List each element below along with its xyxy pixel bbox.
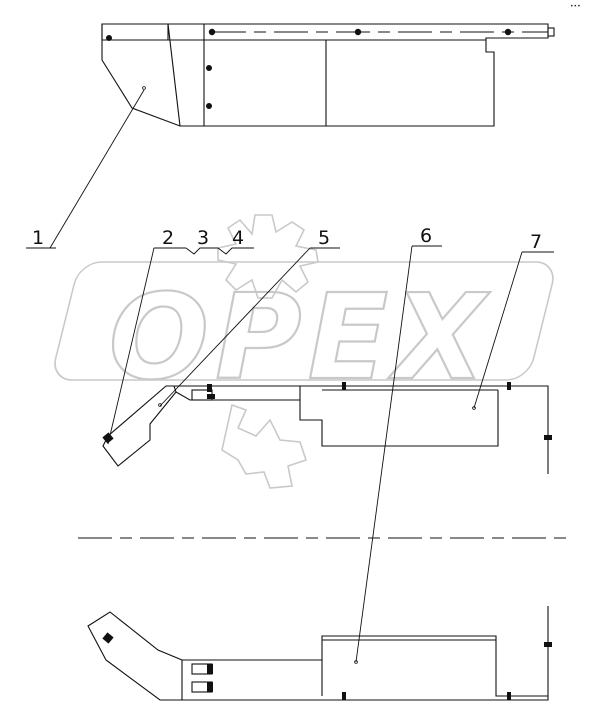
callout-leader-3: [185, 247, 254, 255]
watermark-gear: [217, 214, 319, 299]
side-view-upper: [102, 382, 552, 474]
bolt-icon: [207, 664, 213, 674]
bolt-icon: [507, 692, 511, 700]
bolt-icon: [544, 435, 552, 440]
side-view-lower-base: [160, 696, 549, 701]
callout-leader-1: [49, 89, 145, 249]
callout-leader-6: [355, 245, 413, 663]
callout-label-4: 4: [232, 227, 244, 249]
side-view-upper-frame: [166, 385, 549, 474]
watermark: OPEX: [54, 214, 554, 489]
callout-leader-7: [473, 251, 523, 409]
top-view-body: [101, 23, 549, 127]
watermark-gear-bottom: [221, 403, 308, 489]
bolt-icon: [342, 692, 346, 700]
bolt-icon: [208, 28, 216, 36]
callout-label-7: 7: [530, 231, 542, 253]
bolt-icon: [206, 65, 212, 71]
bolt-icon: [342, 382, 346, 390]
callout-label-5: 5: [318, 227, 330, 249]
callout-leader-5: [159, 247, 311, 407]
bolt-icon: [106, 35, 112, 41]
bolt-icon: [207, 682, 213, 692]
corner-mark: •••: [570, 3, 581, 10]
bolt-icon: [207, 384, 212, 392]
callouts: 1 2 3 4 5 6 7: [26, 89, 554, 663]
bolt-icon: [102, 432, 114, 444]
top-view-tab: [547, 27, 555, 37]
side-view-lower-chute: [87, 611, 183, 701]
callout-label-1: 1: [32, 227, 44, 249]
top-view: [101, 23, 555, 127]
bolt-icon: [102, 632, 114, 644]
bolt-icon: [507, 382, 511, 390]
top-view-seam-1: [167, 23, 181, 127]
callout-label-2: 2: [162, 227, 174, 249]
side-view-lower: [87, 606, 552, 701]
callout-label-6: 6: [420, 225, 432, 247]
bolt-icon: [354, 28, 362, 36]
bolt-icon: [206, 103, 212, 109]
bolt-icon: [504, 28, 512, 36]
bolt-icon: [544, 642, 552, 647]
bolt-icon: [207, 394, 215, 399]
watermark-text: OPEX: [109, 268, 491, 406]
callout-leader-2: [107, 247, 155, 445]
side-view-lower-frame: [182, 606, 549, 697]
watermark-frame: [54, 261, 554, 381]
part-dot: [142, 86, 146, 90]
callout-label-3: 3: [197, 227, 209, 249]
